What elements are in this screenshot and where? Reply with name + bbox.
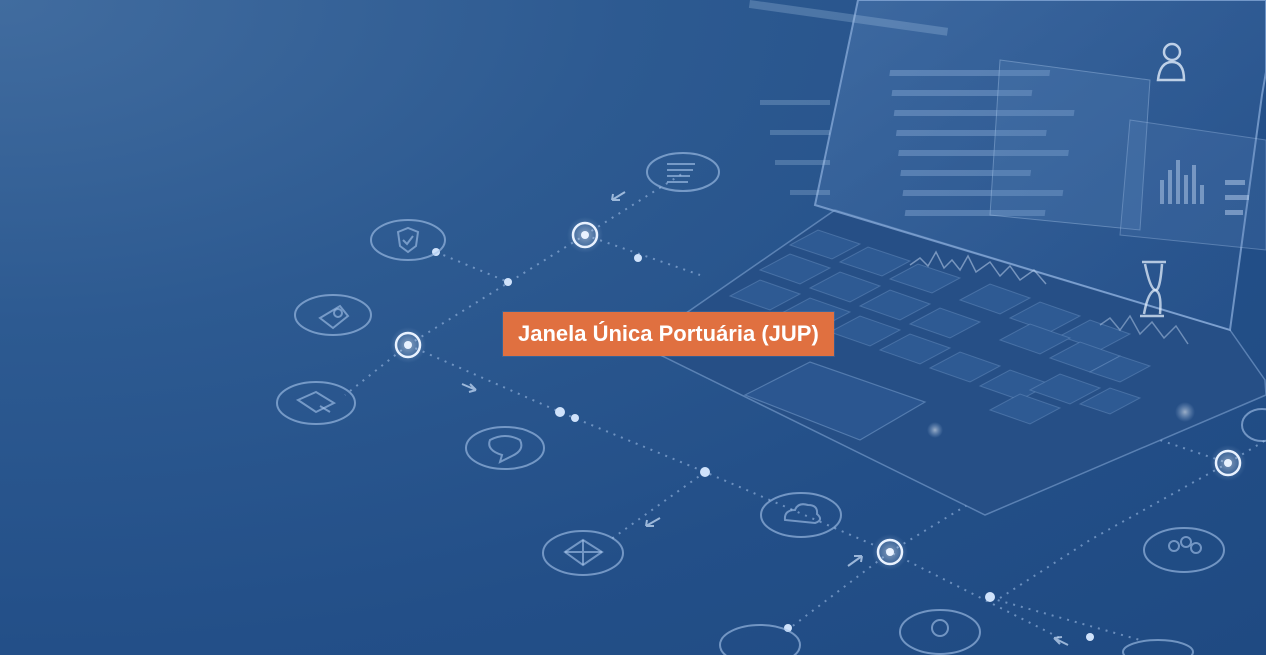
cloud-icon — [760, 492, 842, 538]
wifi-icon — [719, 624, 801, 655]
laptop — [638, 0, 1266, 516]
arrow-icon — [461, 191, 1069, 646]
chat-icon — [465, 426, 545, 470]
list-icon — [646, 152, 720, 192]
envelope-icon — [542, 530, 624, 576]
page-title-badge: Janela Única Portuária (JUP) — [503, 312, 834, 356]
map-pin-icon — [294, 294, 372, 336]
shield-check-icon — [370, 219, 446, 261]
user-icon — [1156, 42, 1186, 82]
network-nodes — [390, 217, 1246, 641]
truck-icon — [276, 381, 356, 425]
location-icon — [899, 609, 981, 655]
bar-chart-icon — [1160, 160, 1249, 215]
icon-circles — [276, 152, 1266, 655]
users-icon — [1143, 527, 1225, 573]
hourglass-icon — [1140, 260, 1166, 318]
